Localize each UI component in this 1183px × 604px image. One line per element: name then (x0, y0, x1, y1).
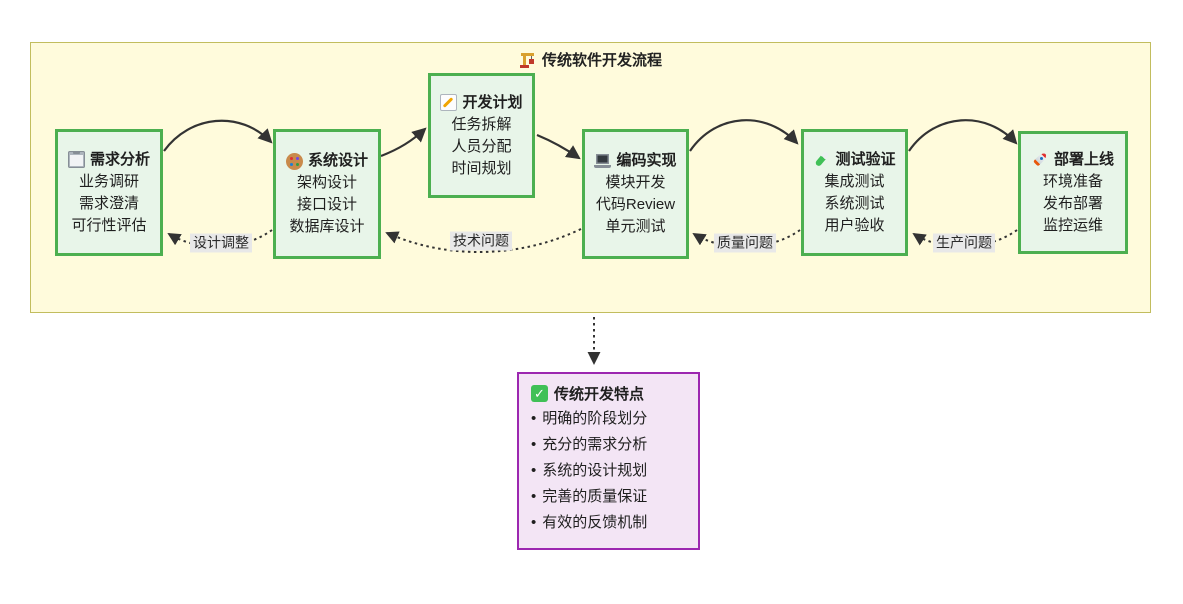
feature-item: 充分的需求分析 (531, 432, 688, 458)
node-title: 编码实现 (594, 150, 677, 172)
test-tube-icon (813, 151, 830, 168)
node-line: 监控运维 (1042, 216, 1103, 234)
node-line: 时间规划 (451, 159, 512, 177)
features-box: 传统开发特点 明确的阶段划分 充分的需求分析 系统的设计规划 完善的质量保证 有… (517, 372, 700, 550)
node-title-text: 部署上线 (1053, 150, 1114, 168)
node-line: 架构设计 (296, 174, 357, 191)
edge-requirements-to-design (163, 119, 273, 152)
check-icon (531, 385, 548, 402)
node-line: 接口设计 (296, 196, 357, 213)
node-title-text: 开发计划 (462, 93, 523, 111)
node-title-text: 需求分析 (89, 150, 150, 168)
node-line: 任务拆解 (451, 115, 512, 133)
laptop-icon (594, 153, 612, 170)
rocket-icon (1032, 151, 1049, 168)
subgraph-title: 传统软件开发流程 (31, 49, 1150, 70)
crane-icon (518, 51, 536, 68)
node-line: 系统测试 (824, 194, 885, 212)
node-line: 集成测试 (824, 172, 885, 190)
phase-node-coding: 编码实现 模块开发 代码Review 单元测试 (582, 129, 689, 259)
edge-label-production-issue: 生产问题 (933, 233, 995, 253)
node-line: 可行性评估 (71, 216, 147, 234)
edge-feedback-tech-issue (385, 228, 582, 254)
node-line: 代码Review (595, 196, 676, 213)
feature-item: 完善的质量保证 (531, 484, 688, 510)
edge-plan-to-coding (536, 133, 581, 160)
node-line: 需求澄清 (78, 194, 139, 212)
phase-node-requirements: 需求分析 业务调研 需求澄清 可行性评估 (55, 129, 163, 256)
edge-label-design-adjust: 设计调整 (190, 233, 252, 253)
node-line: 环境准备 (1042, 172, 1103, 190)
palette-icon (285, 152, 303, 170)
feature-item: 系统的设计规划 (531, 458, 688, 484)
memo-icon (440, 94, 458, 111)
node-line: 数据库设计 (289, 218, 365, 235)
feature-item: 明确的阶段划分 (531, 406, 688, 432)
node-title-text: 编码实现 (616, 152, 677, 169)
features-title-text: 传统开发特点 (554, 386, 645, 403)
phase-node-plan: 开发计划 任务拆解 人员分配 时间规划 (428, 73, 535, 198)
node-line: 单元测试 (605, 218, 666, 235)
phase-node-design: 系统设计 架构设计 接口设计 数据库设计 (273, 129, 381, 259)
features-title: 传统开发特点 (531, 383, 688, 404)
subgraph-title-text: 传统软件开发流程 (541, 52, 662, 69)
node-line: 发布部署 (1042, 194, 1103, 212)
node-title: 开发计划 (440, 92, 523, 114)
node-title-text: 测试验证 (835, 150, 896, 168)
node-line: 模块开发 (605, 174, 666, 191)
edge-label-quality-issue: 质量问题 (714, 233, 776, 253)
node-title-text: 系统设计 (307, 152, 368, 169)
edge-design-to-plan (380, 127, 427, 158)
node-title: 系统设计 (285, 150, 368, 172)
node-title: 部署上线 (1032, 149, 1114, 171)
phase-node-testing: 测试验证 集成测试 系统测试 用户验收 (801, 129, 908, 256)
clipboard-icon (67, 151, 85, 168)
node-line: 人员分配 (451, 137, 512, 155)
edge-label-tech-issue: 技术问题 (450, 231, 512, 251)
node-line: 用户验收 (824, 216, 885, 234)
node-title: 需求分析 (67, 149, 150, 171)
phase-node-deployment: 部署上线 环境准备 发布部署 监控运维 (1018, 131, 1128, 254)
node-title: 测试验证 (813, 149, 895, 171)
node-line: 业务调研 (78, 172, 139, 190)
feature-item: 有效的反馈机制 (531, 510, 688, 536)
edge-coding-to-testing (689, 119, 799, 152)
edge-testing-to-deployment (908, 119, 1018, 152)
